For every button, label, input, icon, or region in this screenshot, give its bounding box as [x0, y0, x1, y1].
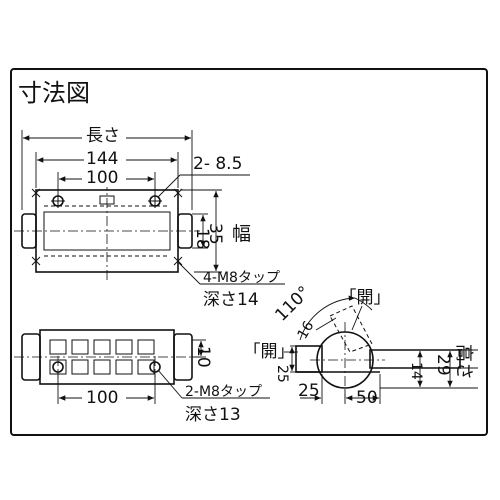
tap-depth-top: 深さ14 [203, 290, 259, 310]
hole-spec-label: 2- 8.5 [193, 154, 242, 174]
top-view: 長さ 144 100 2- 8.5 35 18 幅 4-M8タップ 深さ [14, 126, 285, 310]
dim-144: 144 [86, 149, 118, 169]
length-label: 長さ [86, 126, 120, 146]
angle-110: 110° [271, 282, 314, 325]
front-view: 10 100 2-M8タップ 深さ13 [14, 329, 270, 425]
dim-100-top: 100 [86, 168, 118, 188]
dim-18: 18 [192, 228, 212, 250]
dim-16: 16 [295, 318, 318, 342]
open-label-top: ｢開｣ [348, 288, 382, 308]
diagram-frame [10, 68, 488, 436]
dim-14: 14 [408, 362, 424, 380]
height-label: 高さ [453, 344, 474, 380]
tap-depth-front: 深さ13 [185, 405, 241, 425]
dim-29: 29 [433, 354, 453, 376]
dim-25-bottom: 25 [298, 381, 320, 401]
dim-10: 10 [193, 346, 213, 368]
dim-100-front: 100 [86, 388, 118, 408]
dim-25-left: 25 [274, 365, 290, 383]
dim-50: 50 [356, 388, 378, 408]
width-label: 幅 [232, 223, 251, 245]
tap-spec-front: 2-M8タップ [185, 384, 262, 400]
side-view: 110° 16 ｢開｣ ｢開｣ 25 14 29 高さ 25 50 [252, 282, 478, 408]
open-label-left: ｢開｣ [252, 342, 286, 362]
tap-spec-top: 4-M8タップ [203, 270, 280, 286]
drawing-title: 寸法図 [18, 79, 90, 107]
dim-35: 35 [205, 223, 225, 245]
